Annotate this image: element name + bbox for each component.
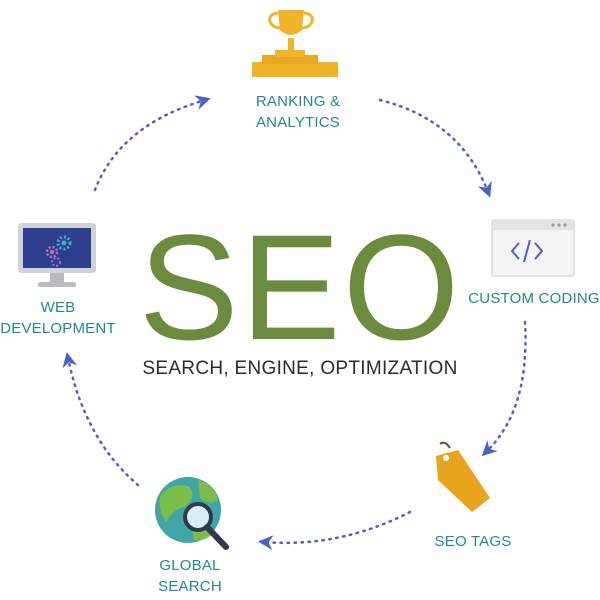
arrow-coding-to-tags [481,320,527,457]
code-window-icon [491,219,575,277]
label-web-development: WEB DEVELOPMENT [0,297,116,339]
globe-magnifier-icon [155,477,229,550]
label-ranking-line2: ANALYTICS [255,114,341,131]
label-web-line1: WEB [40,299,76,316]
label-seo-tags: SEO TAGS [418,531,528,552]
label-tags-line1: SEO TAGS [434,533,512,550]
arrow-web-to-ranking [93,95,211,192]
diagram-title: SEO [138,203,462,371]
label-custom-coding: CUSTOM CODING [460,288,600,309]
label-global-line1: GLOBAL [159,557,221,574]
price-tag-icon [436,441,490,512]
arrow-ranking-to-coding [378,98,492,198]
trophy-icon [252,10,338,77]
arrow-tags-to-global [258,510,412,551]
monitor-gears-icon [18,223,96,287]
label-ranking-analytics: RANKING & ANALYTICS [230,91,366,133]
diagram-subtitle: SEARCH, ENGINE, OPTIMIZATION [142,358,458,379]
label-global-search: GLOBAL SEARCH [135,555,245,597]
label-global-line2: SEARCH [158,578,222,595]
label-coding-line1: CUSTOM CODING [468,290,600,307]
label-web-line2: DEVELOPMENT [0,320,116,337]
label-ranking-line1: RANKING & [255,93,341,110]
arrow-global-to-web [62,352,140,487]
